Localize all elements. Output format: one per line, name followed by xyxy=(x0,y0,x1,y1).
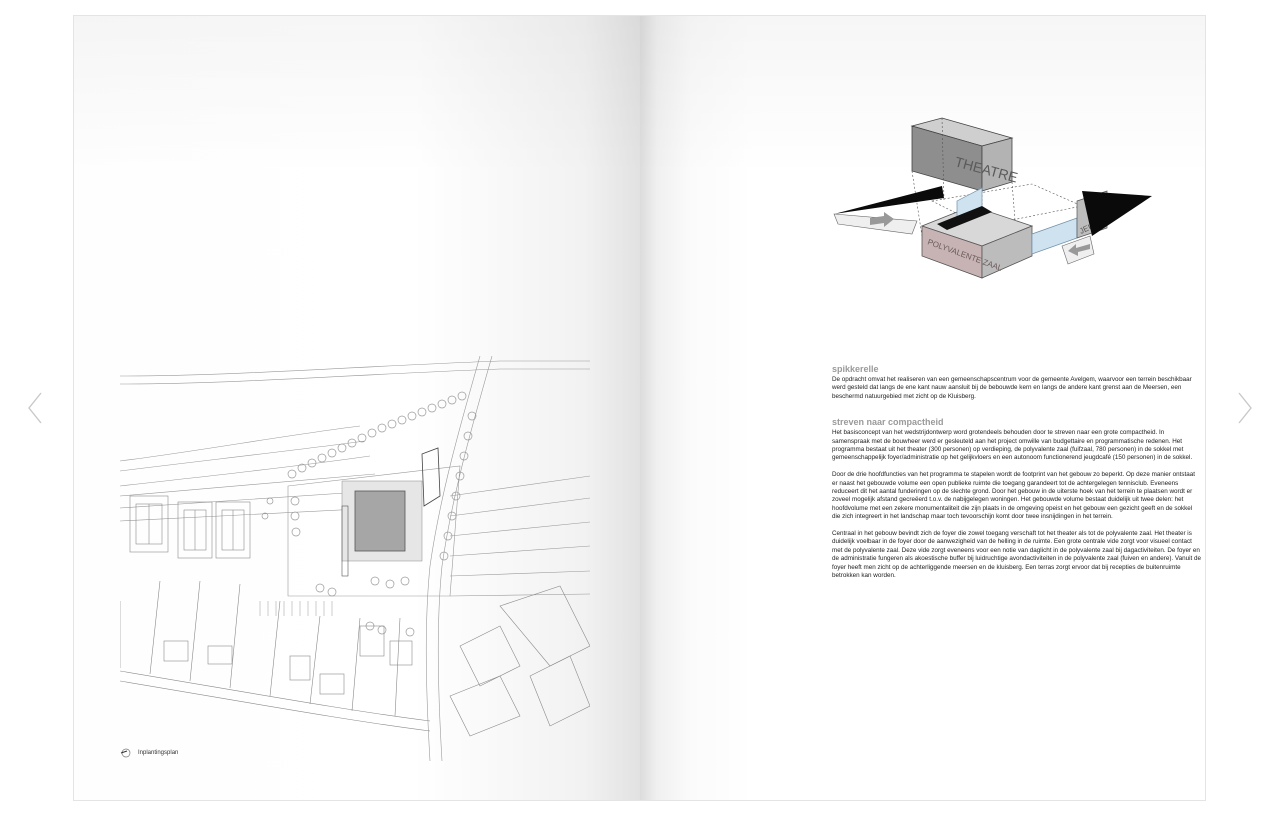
building-volume-diagram: THEATRE POLYVALENTE ZAAL JEUGDCAFÉ xyxy=(833,117,1152,279)
chevron-right-icon xyxy=(1238,392,1252,424)
section-spikkerelle: spikkerelle De opdracht omvat het realis… xyxy=(832,364,1202,401)
magazine-spread: Inplantingsplan THEATRE POLYVALENTE ZAAL xyxy=(73,15,1206,801)
section-heading: spikkerelle xyxy=(832,364,879,374)
next-page-button[interactable] xyxy=(1234,390,1254,426)
left-page[interactable]: Inplantingsplan xyxy=(74,16,640,800)
north-arrow-icon xyxy=(120,748,131,758)
previous-page-button[interactable] xyxy=(26,390,46,426)
paragraph: De opdracht omvat het realiseren van een… xyxy=(832,376,1192,400)
page-shadow xyxy=(74,16,640,176)
site-plan-caption: Inplantingsplan xyxy=(120,746,178,760)
right-page[interactable]: THEATRE POLYVALENTE ZAAL JEUGDCAFÉ xyxy=(640,16,1205,800)
section-heading: streven naar compactheid xyxy=(832,417,944,428)
caption-label: Inplantingsplan xyxy=(138,750,179,756)
article-text: spikkerelle De opdracht omvat het realis… xyxy=(832,364,1202,581)
paragraph: Centraal in het gebouw bevindt zich de f… xyxy=(832,530,1202,580)
paragraph: Het basisconcept van het wedstrijdontwer… xyxy=(832,429,1193,462)
site-plan-drawing xyxy=(120,356,590,761)
chevron-left-icon xyxy=(28,392,42,424)
section-compactheid: streven naar compactheid Het basisconcep… xyxy=(832,417,1202,580)
paragraph: Door de drie hoofdfuncties van het progr… xyxy=(832,471,1195,521)
